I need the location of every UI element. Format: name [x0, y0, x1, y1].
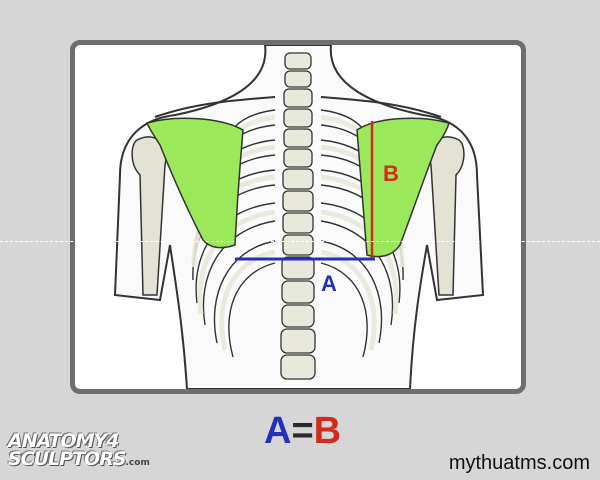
watermark-logo: ANATOMY4 SCULPTORS.com: [8, 432, 150, 472]
equation-equals: =: [291, 410, 314, 452]
equation-right: B: [313, 410, 342, 452]
site-watermark: mythuatms.com: [448, 452, 590, 474]
watermark-domain: .com: [125, 458, 150, 468]
left-clavicle: [154, 96, 276, 118]
back-skeleton-illustration: [113, 45, 485, 389]
right-scapula: [356, 117, 450, 258]
illustration-frame: [70, 40, 526, 394]
equation-left: A: [264, 410, 292, 452]
watermark-line1: ANATOMY4: [8, 430, 119, 452]
right-clavicle: [320, 96, 442, 118]
dashed-guide-line: [0, 241, 600, 242]
left-scapula: [145, 117, 244, 249]
spine: [280, 52, 316, 380]
left-humerus: [131, 136, 167, 296]
a-marker-label: A: [321, 271, 337, 296]
equation: A=B: [264, 410, 341, 453]
b-marker-label: B: [383, 161, 399, 186]
watermark-line2: SCULPTORS: [8, 448, 127, 470]
